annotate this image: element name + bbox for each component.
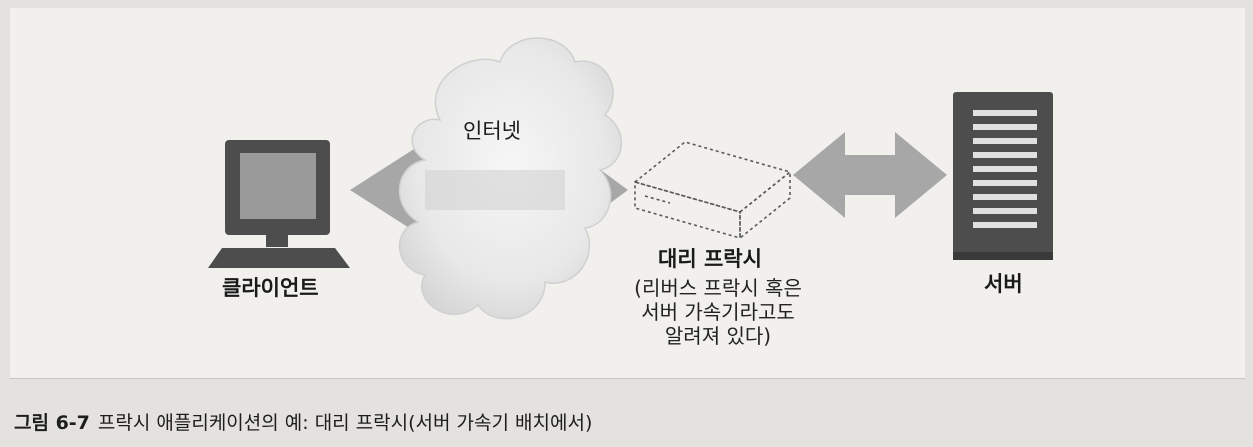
server-tower-icon <box>953 92 1053 260</box>
client-computer-icon <box>208 140 350 268</box>
proxy-device-icon <box>633 141 792 240</box>
server-label: 서버 <box>984 272 1023 296</box>
figure-caption: 그림 6-7 프락시 애플리케이션의 예: 대리 프락시(서버 가속기 배치에서) <box>14 408 592 435</box>
proxy-label: 대리 프락시 <box>658 247 762 271</box>
figure-caption-text: 프락시 애플리케이션의 예: 대리 프락시(서버 가속기 배치에서) <box>97 412 593 434</box>
proxy-description-line1: (리버스 프락시 혹은 <box>634 276 802 300</box>
internet-cloud <box>398 37 622 320</box>
internet-label: 인터넷 <box>463 119 521 143</box>
proxy-server-arrow <box>793 132 947 218</box>
client-label: 클라이언트 <box>222 276 319 300</box>
proxy-description-line2: 서버 가속기라고도 <box>641 300 795 324</box>
proxy-description: (리버스 프락시 혹은 서버 가속기라고도 알려져 있다) <box>598 276 838 348</box>
proxy-description-line3: 알려져 있다) <box>664 324 772 348</box>
figure-number: 그림 6-7 <box>14 412 90 434</box>
